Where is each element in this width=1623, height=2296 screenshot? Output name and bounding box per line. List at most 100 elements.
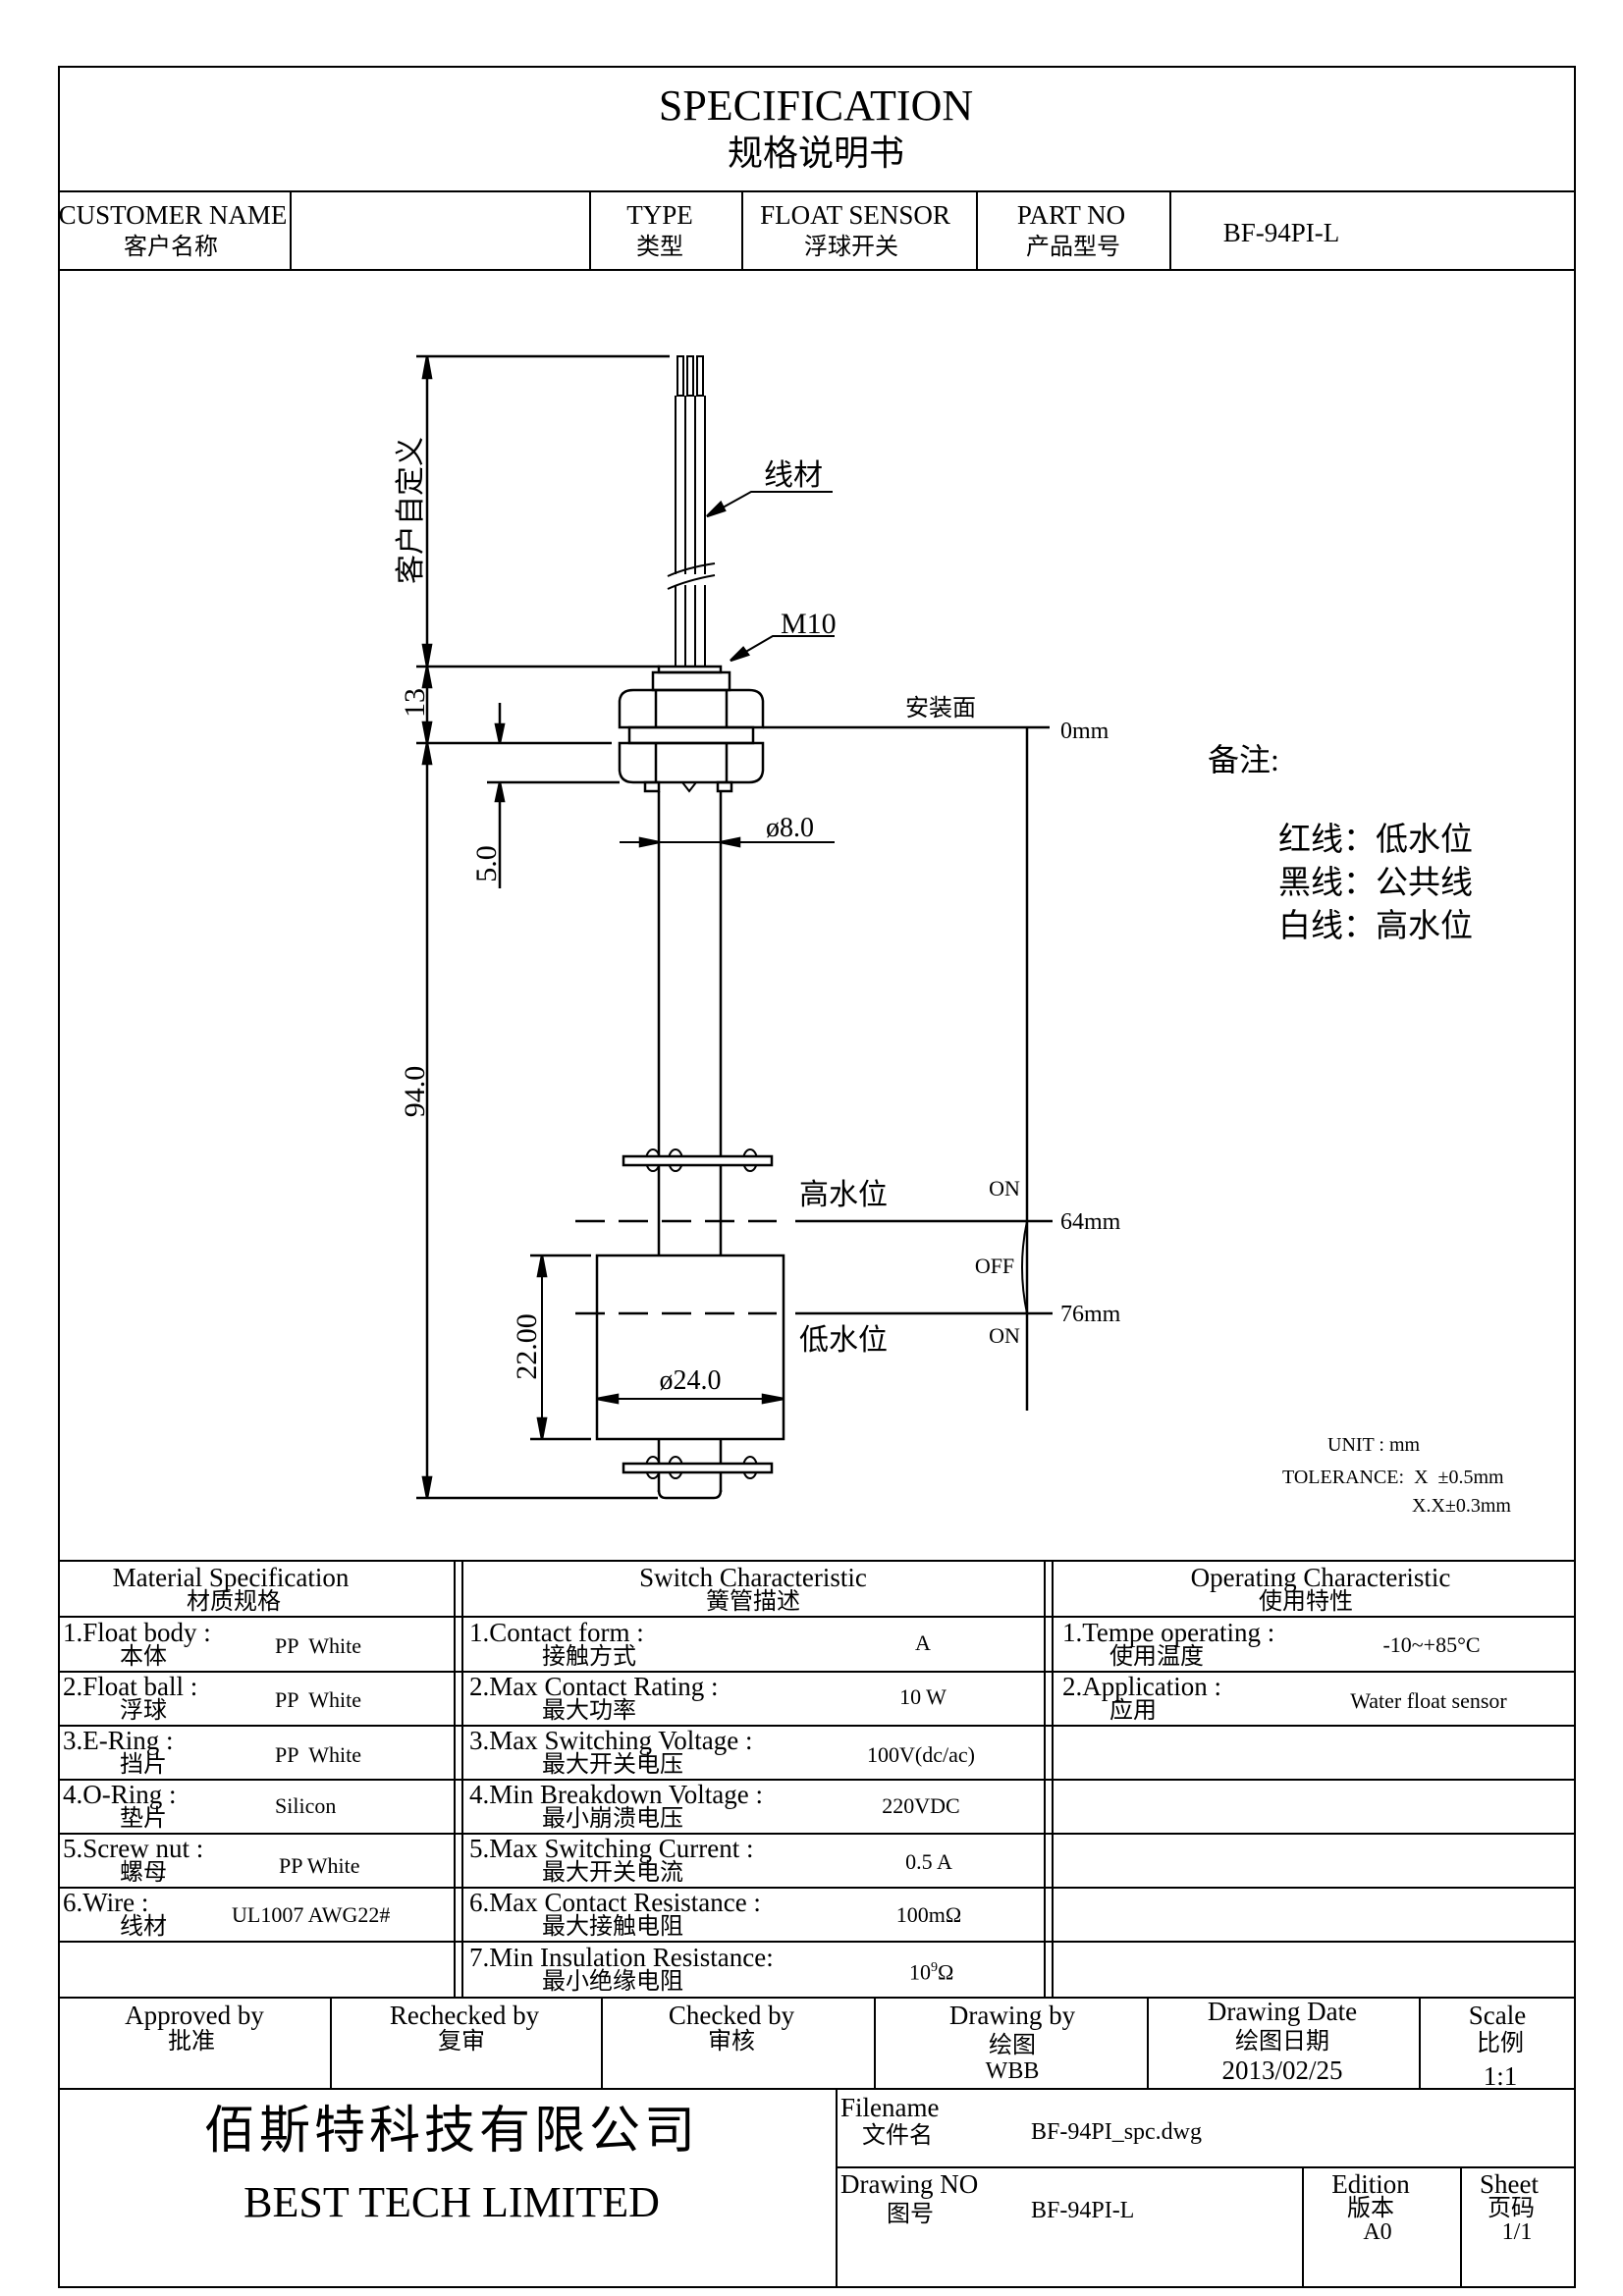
rechecked-by-label-cn: 复审 bbox=[438, 2029, 485, 2055]
zero-mark: 0mm bbox=[1060, 719, 1109, 744]
type-label-cn: 类型 bbox=[636, 235, 683, 260]
float-body bbox=[595, 1254, 785, 1441]
wires bbox=[667, 355, 716, 667]
switch-label: 4.Min Breakdown Voltage : bbox=[469, 1780, 763, 1809]
switch-label-cn: 最大开关电流 bbox=[542, 1860, 683, 1886]
material-label-cn: 螺母 bbox=[120, 1860, 167, 1886]
dim-13: 13 bbox=[399, 688, 431, 718]
material-spec-heading-cn: 材质规格 bbox=[187, 1589, 281, 1615]
switch-value: 109Ω bbox=[909, 1961, 953, 1983]
material-label-cn: 挡片 bbox=[120, 1752, 167, 1778]
on-bottom-label: ON bbox=[989, 1323, 1020, 1348]
page-title: SPECIFICATION bbox=[658, 81, 974, 130]
operating-label-cn: 应用 bbox=[1109, 1698, 1157, 1724]
mount-face-label: 安装面 bbox=[905, 695, 976, 721]
on-top-label: ON bbox=[989, 1176, 1020, 1201]
drawing-no-label-cn: 图号 bbox=[887, 2202, 934, 2227]
note-black-wire: 黑线：公共线 bbox=[1278, 866, 1473, 901]
low-level-label: 低水位 bbox=[799, 1324, 888, 1357]
material-label-cn: 垫片 bbox=[120, 1806, 167, 1832]
material-value: PP White bbox=[275, 1633, 362, 1658]
switch-value: A bbox=[915, 1630, 931, 1655]
filename-label-cn: 文件名 bbox=[862, 2123, 933, 2149]
switch-label-cn: 最小崩溃电压 bbox=[542, 1806, 683, 1832]
switch-char-heading: Switch Characteristic bbox=[639, 1563, 867, 1592]
material-label-cn: 浮球 bbox=[120, 1698, 167, 1724]
material-label: 3.E-Ring : bbox=[63, 1726, 174, 1755]
customer-name-label-cn: 客户名称 bbox=[124, 235, 218, 260]
scale-value: 1:1 bbox=[1483, 2061, 1518, 2091]
dim-5: 5.0 bbox=[470, 845, 503, 882]
sheet-value: 1/1 bbox=[1501, 2219, 1533, 2245]
wire-label: 线材 bbox=[764, 459, 823, 492]
switch-label-cn: 最大开关电压 bbox=[542, 1752, 683, 1778]
tolerance-xx: X.X±0.3mm bbox=[1412, 1495, 1511, 1517]
switch-char-heading-cn: 簧管描述 bbox=[706, 1589, 800, 1615]
operating-label: 2.Application : bbox=[1062, 1672, 1221, 1701]
switch-value: 0.5 A bbox=[905, 1849, 952, 1874]
mark-64: 64mm bbox=[1060, 1209, 1121, 1235]
type-label: TYPE bbox=[626, 200, 693, 230]
switch-label-cn: 最大接触电阻 bbox=[542, 1914, 683, 1940]
off-label: OFF bbox=[975, 1254, 1014, 1278]
drawing-no-value: BF-94PI-L bbox=[1031, 2198, 1135, 2223]
company-name-en: BEST TECH LIMITED bbox=[243, 2178, 660, 2226]
filename-value: BF-94PI_spc.dwg bbox=[1031, 2119, 1203, 2145]
sheet-label: Sheet bbox=[1480, 2169, 1539, 2199]
edition-value: A0 bbox=[1363, 2219, 1392, 2245]
high-level-label: 高水位 bbox=[799, 1179, 888, 1211]
value-unit: Ω bbox=[938, 1959, 954, 1985]
switch-value: 100mΩ bbox=[895, 1902, 962, 1927]
material-label-cn: 线材 bbox=[120, 1914, 167, 1940]
dim-22: 22.00 bbox=[511, 1313, 543, 1380]
operating-label: 1.Tempe operating : bbox=[1062, 1618, 1275, 1647]
drawing-date-value: 2013/02/25 bbox=[1221, 2056, 1343, 2085]
tolerance-x: TOLERANCE: X ±0.5mm bbox=[1282, 1467, 1504, 1488]
frame-lines bbox=[58, 66, 1576, 2288]
material-value: UL1007 AWG22# bbox=[232, 1902, 391, 1927]
operating-label-cn: 使用温度 bbox=[1109, 1644, 1204, 1670]
value-exponent: 9 bbox=[931, 1960, 938, 1975]
type-value-cn: 浮球开关 bbox=[804, 235, 898, 260]
switch-value: 220VDC bbox=[882, 1793, 960, 1818]
switch-value: 10 W bbox=[899, 1684, 947, 1709]
part-no-label: PART NO bbox=[1016, 200, 1126, 230]
operating-value: -10~+85°C bbox=[1382, 1632, 1481, 1657]
unit-label: UNIT : mm bbox=[1327, 1434, 1421, 1456]
operating-value: Water float sensor bbox=[1350, 1688, 1507, 1713]
material-value: Silicon bbox=[275, 1793, 337, 1818]
notes-title: 备注: bbox=[1208, 742, 1279, 777]
switch-label-cn: 接触方式 bbox=[542, 1644, 636, 1670]
material-value: PP White bbox=[275, 1687, 362, 1712]
material-value: PP White bbox=[275, 1742, 362, 1767]
filename-label: Filename bbox=[840, 2093, 940, 2122]
sheet-label-cn: 页码 bbox=[1488, 2196, 1535, 2221]
company-name-cn: 佰斯特科技有限公司 bbox=[203, 2104, 700, 2160]
material-label: 6.Wire : bbox=[63, 1888, 149, 1917]
float-sensor-drawing bbox=[416, 354, 1053, 1500]
value-base: 10 bbox=[909, 1959, 931, 1985]
note-red-wire: 红线：低水位 bbox=[1278, 823, 1473, 858]
thread-label: M10 bbox=[781, 608, 837, 640]
part-no-value: BF-94PI-L bbox=[1222, 218, 1340, 247]
material-label: 1.Float body : bbox=[63, 1618, 211, 1647]
switch-label-cn: 最大功率 bbox=[542, 1698, 636, 1724]
switch-label: 5.Max Switching Current : bbox=[469, 1834, 754, 1863]
dia-8: ø8.0 bbox=[766, 813, 814, 843]
operating-char-heading-cn: 使用特性 bbox=[1259, 1589, 1353, 1615]
checked-by-label: Checked by bbox=[668, 2001, 795, 2030]
rechecked-by-label: Rechecked by bbox=[389, 2001, 540, 2030]
scale-label-cn: 比例 bbox=[1477, 2031, 1524, 2056]
dim-94: 94.0 bbox=[399, 1066, 431, 1118]
switch-label: 6.Max Contact Resistance : bbox=[469, 1888, 761, 1917]
edition-label-cn: 版本 bbox=[1347, 2196, 1394, 2221]
e-ring-upper bbox=[622, 1148, 774, 1172]
note-white-wire: 白线：高水位 bbox=[1278, 909, 1473, 944]
dia-24: ø24.0 bbox=[660, 1365, 722, 1396]
e-ring-lower bbox=[622, 1456, 774, 1479]
checked-by-label-cn: 审核 bbox=[708, 2029, 755, 2055]
operating-char-heading: Operating Characteristic bbox=[1190, 1563, 1451, 1592]
material-value: PP White bbox=[279, 1853, 360, 1878]
material-label-cn: 本体 bbox=[120, 1644, 167, 1670]
